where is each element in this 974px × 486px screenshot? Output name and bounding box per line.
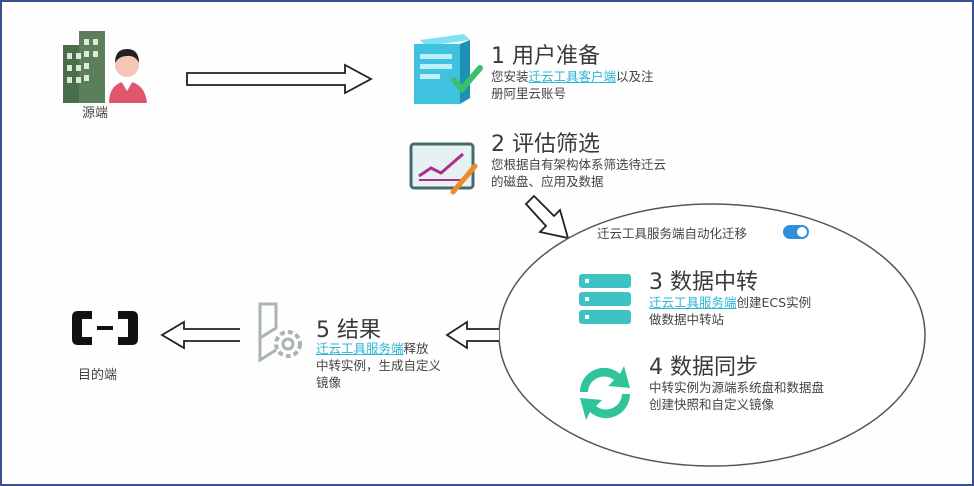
step1-title: 用户准备 bbox=[512, 44, 601, 69]
sync-arrows-icon bbox=[579, 366, 631, 420]
step5-desc: 迁云工具服务端释放中转实例，生成自定义镜像 bbox=[316, 341, 442, 390]
step5-title: 结果 bbox=[337, 318, 382, 343]
server-check-icon bbox=[414, 34, 483, 104]
step4-desc: 中转实例为源端系统盘和数据盘创建快照和自定义镜像 bbox=[649, 380, 825, 412]
step3-title: 数据中转 bbox=[670, 270, 759, 295]
step1-number: 1 bbox=[491, 44, 505, 69]
automation-label: 迁云工具服务端自动化迁移 bbox=[597, 226, 748, 241]
tool-server-link-2: 迁云工具服务端 bbox=[316, 341, 404, 356]
step5-number: 5 bbox=[316, 318, 330, 343]
step2-title: 评估筛选 bbox=[512, 132, 601, 157]
server-stack-icon bbox=[579, 274, 631, 324]
arrow-left-icon-2 bbox=[160, 320, 240, 350]
step3-number: 3 bbox=[649, 270, 663, 295]
step4-number: 4 bbox=[649, 355, 663, 380]
step2-desc: 您根据自有架构体系筛选待迁云的磁盘、应用及数据 bbox=[491, 157, 667, 189]
image-gear-icon bbox=[258, 302, 302, 363]
automation-toggle[interactable] bbox=[783, 225, 809, 239]
arrow-down-right-icon bbox=[524, 194, 570, 240]
source-label: 源端 bbox=[82, 106, 109, 121]
step4-title: 数据同步 bbox=[670, 355, 759, 380]
step2-number: 2 bbox=[491, 132, 505, 157]
tool-client-link: 迁云工具客户端 bbox=[528, 69, 617, 84]
aliyun-logo-icon bbox=[72, 311, 138, 345]
source-building-user-icon bbox=[63, 31, 147, 103]
step3-desc: 迁云工具服务端创建ECS实例做数据中转站 bbox=[649, 295, 812, 327]
arrow-right-icon bbox=[186, 63, 373, 95]
step1-desc: 您安装迁云工具客户端以及注册阿里云账号 bbox=[491, 69, 654, 101]
chart-board-icon bbox=[409, 142, 478, 195]
tool-server-link: 迁云工具服务端 bbox=[649, 295, 737, 310]
target-label: 目的端 bbox=[78, 368, 118, 383]
arrow-left-icon bbox=[445, 320, 499, 350]
